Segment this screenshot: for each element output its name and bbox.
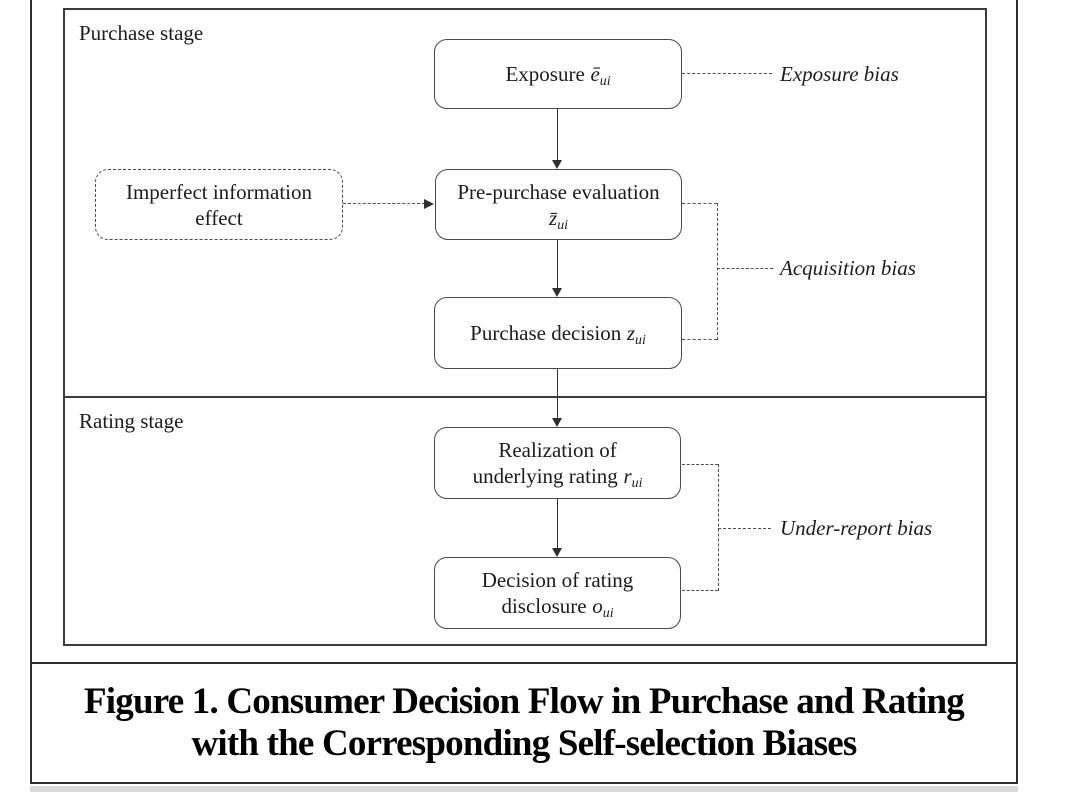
imperfect-information-line2: effect	[195, 205, 243, 230]
purchase-decision-subscript: ui	[635, 331, 646, 347]
arrow-purchase-to-realization-line	[557, 369, 558, 418]
realization-symbol: r	[623, 464, 632, 488]
purchase-stage-label: Purchase stage	[79, 21, 204, 45]
pre-purchase-symbol: z̄	[549, 205, 558, 230]
stage-divider-line	[63, 396, 987, 398]
disclosure-subscript: ui	[602, 604, 614, 620]
caption-divider-line	[30, 662, 1018, 664]
imperfect-information-line1: Imperfect information	[125, 179, 312, 204]
acquisition-bias-connector	[717, 268, 773, 269]
under-report-bias-label: Under-report bias	[780, 516, 933, 540]
arrow-realization-to-disclosure-head	[552, 548, 562, 557]
arrow-purchase-to-realization-head	[552, 418, 562, 427]
page-bottom-strip	[30, 786, 1018, 792]
exposure-bias-connector	[682, 73, 772, 74]
acquisition-bias-bracket-bottom	[682, 339, 717, 340]
arrow-realization-to-disclosure-line	[557, 499, 558, 548]
exposure-symbol: ē	[590, 62, 600, 86]
arrow-prepurchase-to-purchase-head	[552, 288, 562, 297]
exposure-label: Exposure	[505, 62, 585, 86]
acquisition-bias-label: Acquisition bias	[780, 256, 916, 280]
pre-purchase-subscript: ui	[557, 216, 568, 232]
arrow-exposure-to-prepurchase-line	[557, 109, 558, 160]
disclosure-symbol: o	[592, 594, 603, 618]
rating-stage-label: Rating stage	[79, 409, 184, 433]
figure-caption-line1: Figure 1. Consumer Decision Flow in Purc…	[83, 681, 965, 722]
realization-line1: Realization of	[498, 438, 617, 462]
purchase-decision-symbol: z	[626, 321, 636, 345]
realization-subscript: ui	[631, 474, 643, 490]
exposure-bias-label: Exposure bias	[780, 62, 899, 86]
arrow-exposure-to-prepurchase-head	[552, 160, 562, 169]
figure-caption: Figure 1. Consumer Decision Flow in Purc…	[32, 681, 1016, 765]
disclosure-label: disclosure	[501, 594, 587, 618]
dashed-arrow-imperfect-to-prepurchase-head	[424, 199, 434, 209]
node-pre-purchase-evaluation: Pre-purchase evaluation z̄ui	[435, 169, 682, 240]
under-report-bias-bracket-bottom	[682, 590, 718, 591]
under-report-bias-connector	[718, 528, 771, 529]
exposure-subscript: ui	[599, 72, 611, 88]
under-report-bias-bracket-vertical	[718, 464, 719, 591]
node-imperfect-information-effect: Imperfect information effect	[95, 169, 343, 240]
arrow-prepurchase-to-purchase-line	[557, 240, 558, 288]
acquisition-bias-bracket-vertical	[717, 203, 718, 340]
purchase-decision-label: Purchase decision	[470, 321, 622, 345]
figure-caption-line2: with the Corresponding Self-selection Bi…	[191, 723, 857, 764]
pre-purchase-line2: z̄ui	[549, 205, 568, 231]
under-report-bias-bracket-top	[682, 464, 718, 465]
dashed-arrow-imperfect-to-prepurchase-line	[343, 203, 425, 204]
acquisition-bias-bracket-top	[682, 203, 717, 204]
realization-label: underlying rating	[472, 464, 618, 488]
disclosure-line1: Decision of rating	[481, 568, 634, 592]
pre-purchase-line1: Pre-purchase evaluation	[457, 179, 660, 204]
